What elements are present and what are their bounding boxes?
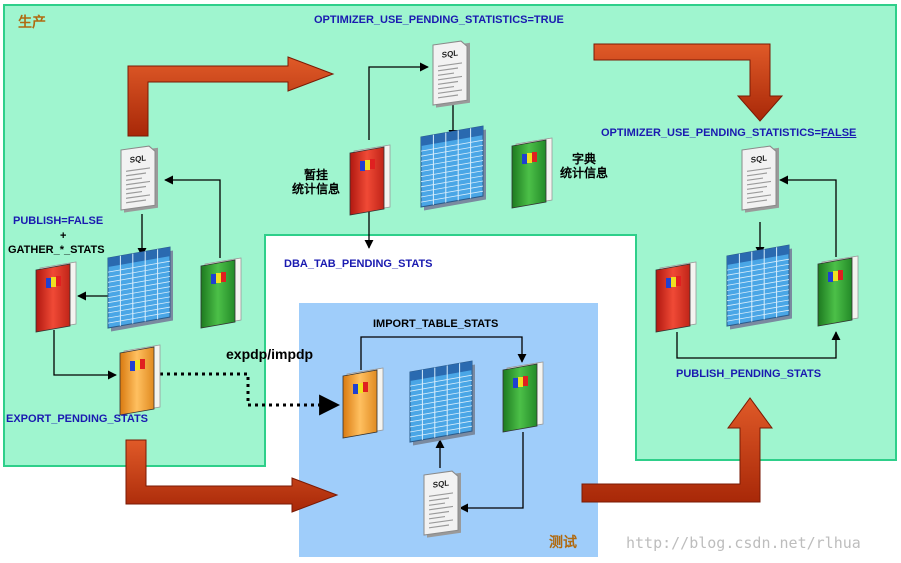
sql-doc-left-icon: SQL bbox=[120, 145, 158, 213]
book-green-top-icon bbox=[511, 137, 553, 209]
expdp-impdp-label: expdp/impdp bbox=[226, 346, 314, 362]
book-green-test-icon bbox=[502, 361, 544, 433]
book-red-left-icon bbox=[35, 261, 77, 333]
expdp-dotted-line bbox=[160, 372, 341, 416]
publish-false-label: PUBLISH=FALSE bbox=[13, 215, 104, 227]
publish-pending-label: PUBLISH_PENDING_STATS bbox=[676, 368, 822, 380]
book-orange-test-icon bbox=[342, 367, 384, 439]
sql-doc-right-icon: SQL bbox=[741, 145, 779, 213]
watermark: http://blog.csdn.net/rlhua bbox=[626, 534, 861, 552]
table-top-icon bbox=[420, 125, 486, 211]
test-label: 测试 bbox=[549, 534, 577, 550]
pending-stats-line1: 暂挂 bbox=[303, 168, 328, 182]
connector-green-to-sql-right bbox=[779, 175, 837, 257]
table-left-icon bbox=[107, 246, 173, 332]
book-green-left-icon bbox=[200, 257, 242, 329]
pending-stats-line2: 统计信息 bbox=[291, 182, 340, 197]
dict-stats-caption: 字典 统计信息 bbox=[554, 152, 614, 181]
big-arrow-top-right bbox=[593, 43, 784, 122]
production-region bbox=[3, 4, 897, 467]
dict-stats-line1: 字典 bbox=[571, 152, 596, 166]
sql-doc-test-icon: SQL bbox=[423, 470, 461, 538]
connector-publish bbox=[676, 331, 841, 359]
svg-text:SQL: SQL bbox=[433, 478, 449, 489]
table-test-icon bbox=[409, 360, 475, 446]
sql-doc-top-icon: SQL bbox=[432, 40, 470, 108]
book-green-right-icon bbox=[817, 255, 859, 327]
plus-label: + bbox=[60, 230, 67, 242]
production-label: 生产 bbox=[18, 14, 46, 30]
connector-green-to-sql-test bbox=[459, 432, 524, 513]
gather-stats-label: GATHER_*_STATS bbox=[8, 244, 105, 256]
svg-text:SQL: SQL bbox=[751, 153, 767, 164]
big-arrow-top bbox=[127, 56, 335, 137]
connector-import bbox=[360, 336, 527, 370]
setting-false-prefix: OPTIMIZER_USE_PENDING_STATISTICS= bbox=[601, 127, 821, 139]
table-right-icon bbox=[726, 244, 792, 330]
connector-book-to-sql-top bbox=[368, 62, 429, 140]
import-table-stats-label: IMPORT_TABLE_STATS bbox=[373, 318, 499, 330]
book-red-right-icon bbox=[655, 261, 697, 333]
dict-stats-line2: 统计信息 bbox=[559, 166, 608, 181]
book-orange-left-icon bbox=[119, 344, 161, 416]
export-pending-label: EXPORT_PENDING_STATS bbox=[6, 413, 149, 425]
svg-text:SQL: SQL bbox=[130, 153, 146, 164]
big-arrow-bottom-left bbox=[125, 439, 339, 513]
setting-true-label: OPTIMIZER_USE_PENDING_STATISTICS=TRUE bbox=[314, 14, 564, 26]
pending-stats-caption: 暂挂 统计信息 bbox=[286, 168, 346, 197]
setting-false-value: FALSE bbox=[820, 127, 857, 139]
big-arrow-bottom-right bbox=[581, 397, 773, 503]
connector-green-to-sql-left bbox=[164, 175, 221, 258]
setting-false-label: OPTIMIZER_USE_PENDING_STATISTICS=FALSE bbox=[601, 127, 856, 140]
dba-tab-pending-label: DBA_TAB_PENDING_STATS bbox=[284, 258, 433, 270]
book-red-top-icon bbox=[349, 144, 391, 216]
svg-text:SQL: SQL bbox=[442, 48, 458, 59]
connectors bbox=[53, 62, 841, 513]
connector-red-to-orange bbox=[53, 330, 117, 380]
